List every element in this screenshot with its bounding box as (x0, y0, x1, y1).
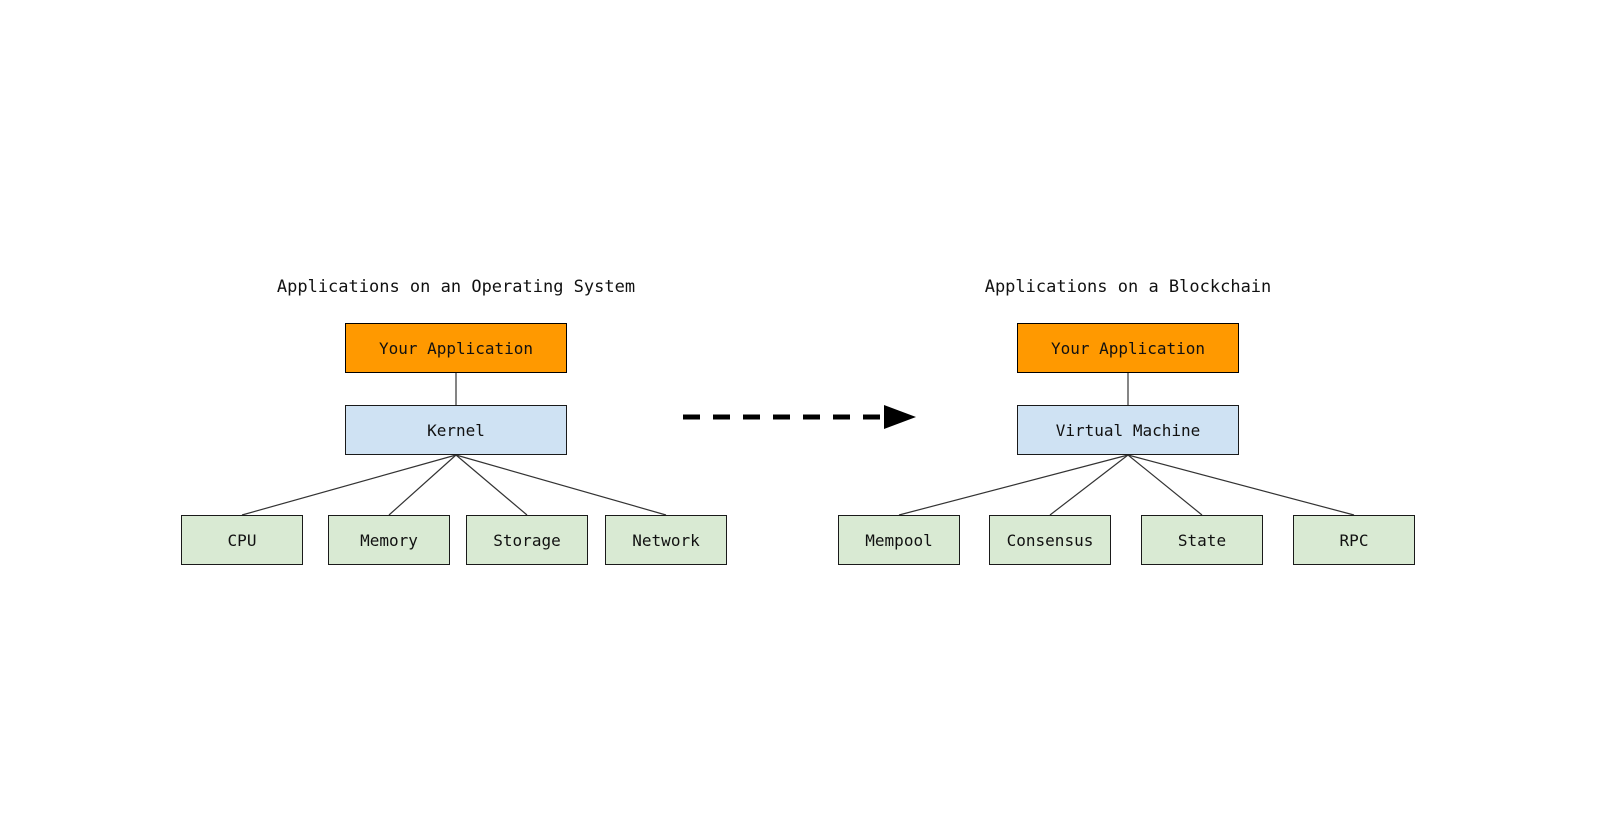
connector-left-cpu (241, 454, 457, 516)
left-mid-node-kernel: Kernel (345, 405, 567, 455)
node-storage: Storage (466, 515, 588, 565)
connector-right-state (1127, 454, 1203, 516)
node-consensus: Consensus (989, 515, 1111, 565)
node-memory: Memory (328, 515, 450, 565)
connector-left-network (455, 454, 667, 516)
node-rpc: RPC (1293, 515, 1415, 565)
connector-right-rpc (1127, 454, 1355, 516)
node-network: Network (605, 515, 727, 565)
right-root-node-your-application: Your Application (1017, 323, 1239, 373)
left-diagram-title: Applications on an Operating System (276, 277, 636, 297)
dashed-arrow-icon (683, 405, 916, 429)
right-diagram-title: Applications on a Blockchain (984, 277, 1272, 297)
node-cpu: CPU (181, 515, 303, 565)
right-mid-node-virtual-machine: Virtual Machine (1017, 405, 1239, 455)
node-mempool: Mempool (838, 515, 960, 565)
node-state: State (1141, 515, 1263, 565)
connector-left-memory (388, 454, 457, 516)
connector-right-mempool (898, 454, 1129, 516)
left-root-node-your-application: Your Application (345, 323, 567, 373)
connector-right-consensus (1049, 454, 1129, 516)
connector-left-storage (455, 454, 528, 516)
